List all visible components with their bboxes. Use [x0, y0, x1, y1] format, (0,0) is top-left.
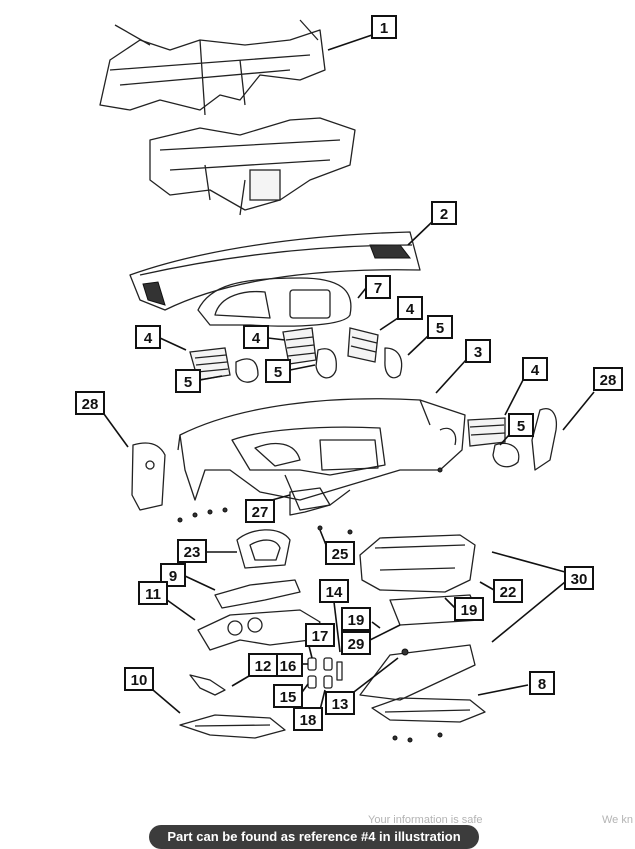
callout-11: 11: [138, 581, 168, 605]
callout-1: 1: [371, 15, 397, 39]
callout-5-center: 5: [265, 359, 291, 383]
svg-text:27: 27: [252, 504, 269, 521]
callout-9: 9: [160, 563, 186, 587]
callout-2: 2: [431, 201, 457, 225]
svg-text:2: 2: [440, 206, 448, 223]
svg-text:4: 4: [406, 301, 415, 318]
svg-text:28: 28: [82, 396, 99, 413]
callout-25: 25: [325, 541, 355, 565]
callout-4-right: 4: [522, 357, 548, 381]
svg-text:1: 1: [380, 20, 388, 37]
svg-text:4: 4: [252, 330, 261, 347]
part-fasteners: [177, 467, 443, 743]
callout-28-left: 28: [75, 391, 105, 415]
callout-27: 27: [245, 499, 275, 523]
callout-4-center-left: 4: [243, 325, 269, 349]
svg-text:22: 22: [500, 584, 517, 601]
callout-18: 18: [293, 707, 323, 731]
svg-text:17: 17: [312, 628, 329, 645]
part-lower-closeout: [179, 714, 286, 739]
callout-3: 3: [465, 339, 491, 363]
callout-19-right: 19: [454, 597, 484, 621]
part-cluster-bezel: [197, 277, 352, 327]
callout-12: 12: [248, 653, 278, 677]
svg-text:25: 25: [332, 546, 349, 563]
svg-text:5: 5: [436, 320, 444, 337]
svg-text:23: 23: [184, 544, 201, 561]
part-glovebox-cover: [371, 697, 486, 723]
callout-19-left: 19: [341, 607, 371, 631]
svg-text:12: 12: [255, 658, 272, 675]
svg-text:29: 29: [348, 636, 365, 653]
svg-text:5: 5: [184, 374, 192, 391]
svg-text:19: 19: [461, 602, 478, 619]
callout-7: 7: [365, 275, 391, 299]
callout-5-right: 5: [508, 413, 534, 437]
svg-text:19: 19: [348, 612, 365, 629]
svg-text:10: 10: [131, 672, 148, 689]
reference-banner: Part can be found as reference #4 in ill…: [149, 825, 479, 849]
part-bracket: [189, 674, 226, 696]
callout-4-center-right: 4: [397, 296, 423, 320]
callout-28-right: 28: [593, 367, 623, 391]
privacy-note: Your information is safe: [368, 814, 483, 826]
part-instrument-panel: [177, 398, 466, 511]
callout-22: 22: [493, 579, 523, 603]
callout-15: 15: [273, 684, 303, 708]
svg-text:5: 5: [274, 364, 282, 381]
callout-23: 23: [177, 539, 207, 563]
svg-text:7: 7: [374, 280, 382, 297]
svg-text:15: 15: [280, 689, 297, 706]
svg-text:18: 18: [300, 712, 317, 729]
callout-5-left: 5: [175, 369, 201, 393]
svg-text:8: 8: [538, 676, 546, 693]
callout-17: 17: [305, 623, 335, 647]
svg-text:28: 28: [600, 372, 617, 389]
svg-text:4: 4: [144, 330, 153, 347]
callout-10: 10: [124, 667, 154, 691]
callout-29: 29: [341, 631, 371, 655]
svg-text:3: 3: [474, 344, 482, 361]
svg-text:16: 16: [280, 658, 297, 675]
svg-text:4: 4: [531, 362, 540, 379]
svg-text:9: 9: [169, 568, 177, 585]
callout-13: 13: [325, 691, 355, 715]
right-note: We kn: [602, 814, 633, 826]
part-panel-support-frame: [99, 19, 356, 216]
callout-8: 8: [529, 671, 555, 695]
part-end-caps: [131, 408, 558, 511]
callout-30: 30: [564, 566, 594, 590]
callout-4-left: 4: [135, 325, 161, 349]
callout-14: 14: [319, 579, 349, 603]
leader-lines: [103, 34, 595, 714]
svg-text:13: 13: [332, 696, 349, 713]
callout-5-center-right: 5: [427, 315, 453, 339]
svg-text:30: 30: [571, 571, 588, 588]
part-small-clips: [307, 657, 343, 689]
callout-16: 16: [273, 653, 303, 677]
svg-text:14: 14: [326, 584, 343, 601]
svg-text:11: 11: [145, 586, 161, 603]
part-top-cover: [129, 231, 421, 311]
svg-text:5: 5: [517, 418, 525, 435]
